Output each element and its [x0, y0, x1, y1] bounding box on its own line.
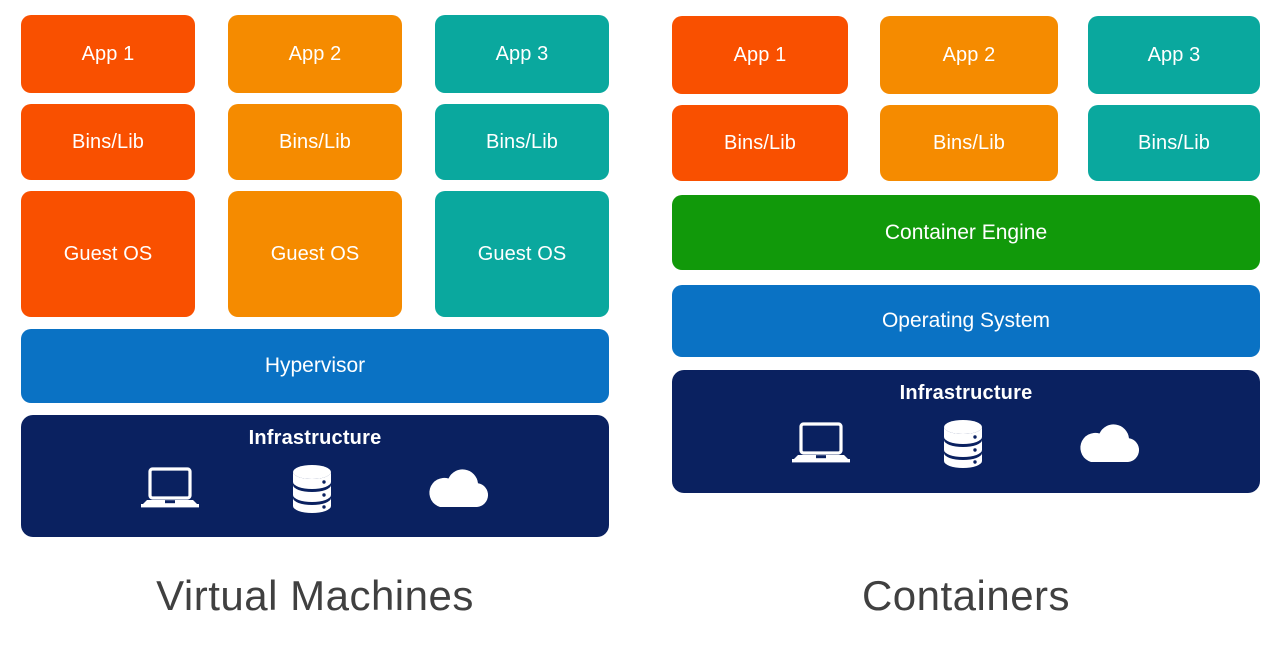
database-icon [289, 464, 335, 519]
ct-bins-label-3: Bins/Lib [1138, 132, 1210, 154]
vm-guestos-box-3: Guest OS [435, 191, 609, 317]
laptop-icon [141, 466, 199, 517]
database-icon [940, 419, 986, 474]
vm-infrastructure-band: Infrastructure [21, 415, 609, 537]
cloud-icon [1076, 422, 1140, 471]
ct-app-label-3: App 3 [1147, 44, 1201, 66]
ct-container-engine-label: Container Engine [884, 220, 1048, 244]
ct-bins-label-2: Bins/Lib [933, 132, 1005, 154]
vm-hypervisor-label: Hypervisor [264, 354, 366, 377]
vm-app-box-2: App 2 [228, 15, 402, 93]
vm-app-box-3: App 3 [435, 15, 609, 93]
ct-operating-system-band: Operating System [672, 285, 1260, 357]
vm-guestos-label-2: Guest OS [270, 243, 360, 265]
vm-panel-title-text: Virtual Machines [156, 572, 474, 619]
ct-app-box-2: App 2 [880, 16, 1058, 94]
vm-app-label-1: App 1 [81, 43, 135, 65]
vm-bins-label-1: Bins/Lib [72, 131, 144, 153]
ct-infrastructure-band: Infrastructure [672, 370, 1260, 493]
vm-bins-label-3: Bins/Lib [486, 131, 558, 153]
laptop-icon [792, 421, 850, 472]
ct-container-engine-band: Container Engine [672, 195, 1260, 270]
ct-operating-system-label: Operating System [881, 309, 1051, 332]
ct-bins-label-1: Bins/Lib [724, 132, 796, 154]
vm-app-label-2: App 2 [288, 43, 342, 65]
vm-infrastructure-icon-row [21, 464, 609, 519]
vm-bins-box-2: Bins/Lib [228, 104, 402, 180]
ct-bins-box-2: Bins/Lib [880, 105, 1058, 181]
vm-bins-box-3: Bins/Lib [435, 104, 609, 180]
vm-guestos-label-1: Guest OS [63, 243, 153, 265]
vm-guestos-box-2: Guest OS [228, 191, 402, 317]
ct-bins-box-3: Bins/Lib [1088, 105, 1260, 181]
cloud-icon [425, 467, 489, 516]
ct-infrastructure-icon-row [672, 419, 1260, 474]
ct-infrastructure-label: Infrastructure [899, 382, 1033, 404]
vm-bins-box-1: Bins/Lib [21, 104, 195, 180]
vm-infrastructure-label: Infrastructure [248, 427, 382, 449]
ct-app-box-1: App 1 [672, 16, 848, 94]
ct-panel-title: Containers [672, 572, 1260, 620]
ct-app-box-3: App 3 [1088, 16, 1260, 94]
vm-guestos-label-3: Guest OS [477, 243, 567, 265]
vm-panel-title: Virtual Machines [21, 572, 609, 620]
vm-guestos-box-1: Guest OS [21, 191, 195, 317]
ct-panel-title-text: Containers [861, 572, 1071, 619]
ct-app-label-1: App 1 [733, 44, 787, 66]
vm-app-label-3: App 3 [495, 43, 549, 65]
ct-bins-box-1: Bins/Lib [672, 105, 848, 181]
vm-hypervisor-band: Hypervisor [21, 329, 609, 403]
ct-app-label-2: App 2 [942, 44, 996, 66]
vm-bins-label-2: Bins/Lib [279, 131, 351, 153]
vm-app-box-1: App 1 [21, 15, 195, 93]
